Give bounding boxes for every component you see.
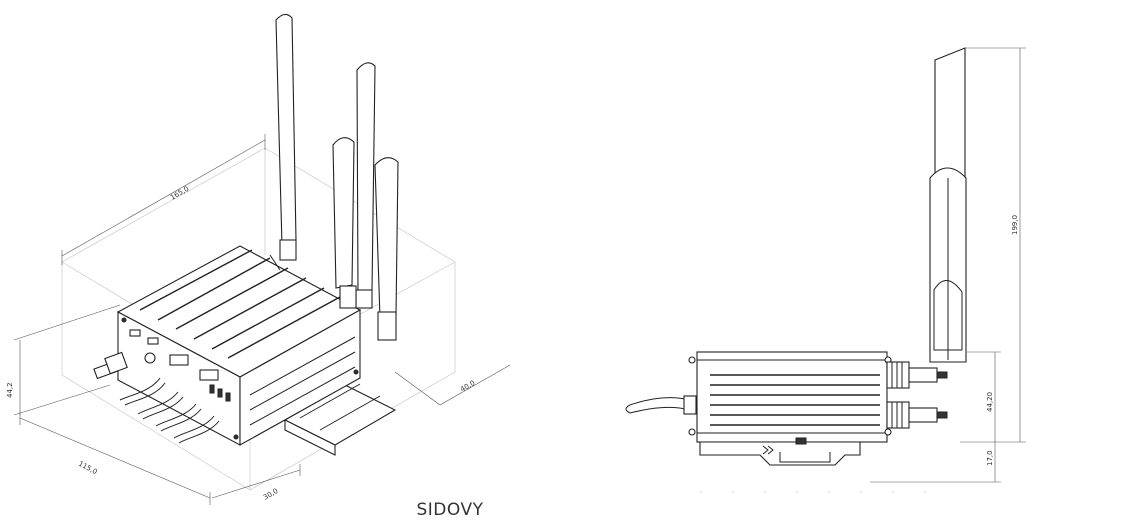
side-dim-total-height: 199,0 [960,47,1026,443]
side-cable [625,395,697,415]
dim-length-label: 165,0 [169,185,190,202]
iso-dim-depth: 40,0 [394,364,511,406]
side-connectors [886,361,948,429]
side-dim-rail-height: 17,0 [870,442,1001,483]
iso-cables [93,351,220,444]
side-antenna [929,47,967,363]
iso-dim-offset: 30,0 [211,464,301,502]
iso-din-rail [283,383,397,456]
iso-dim-length: 165,0 [61,134,266,265]
dim-total-height-label: 199,0 [1011,215,1019,235]
side-router-body [688,351,892,443]
iso-router-body [116,245,362,446]
drawing-caption: SIDOVY [416,500,484,520]
iso-dim-height: 44,2 [6,304,121,416]
dim-height-label: 44,2 [6,382,14,398]
dim-offset-label: 30,0 [262,487,280,502]
iso-antennas [269,13,399,341]
iso-dim-width: 115,0 [19,412,211,505]
dim-body-height-label: 44,20 [986,392,994,412]
side-din-clip [699,437,861,466]
side-dim-body-height: 44,20 [967,351,1001,442]
isometric-view: 165,0 44,2 115,0 30,0 40,0 [6,13,511,505]
dim-depth-label: 40,0 [459,379,477,394]
side-view: 199,0 44,20 17,0 [625,47,1026,493]
dim-rail-height-label: 17,0 [986,450,994,466]
dim-width-label: 115,0 [77,460,98,476]
